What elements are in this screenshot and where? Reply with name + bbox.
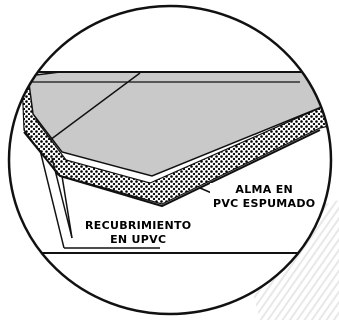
surface-fold-line [49,72,141,141]
label-upvc-coating: RECUBRIMIENTO EN UPVC [82,219,195,247]
label-core-line1: ALMA EN [235,183,294,196]
coating-leaders [39,149,160,249]
label-coating-line2: EN UPVC [110,233,167,246]
label-coating-line1: RECUBRIMIENTO [85,219,192,232]
label-foamed-core: ALMA EN PVC ESPUMADO [210,183,319,211]
upvc-bottom-coating [23,129,321,208]
label-core-line2: PVC ESPUMADO [213,197,316,210]
lens-outline [7,4,333,316]
